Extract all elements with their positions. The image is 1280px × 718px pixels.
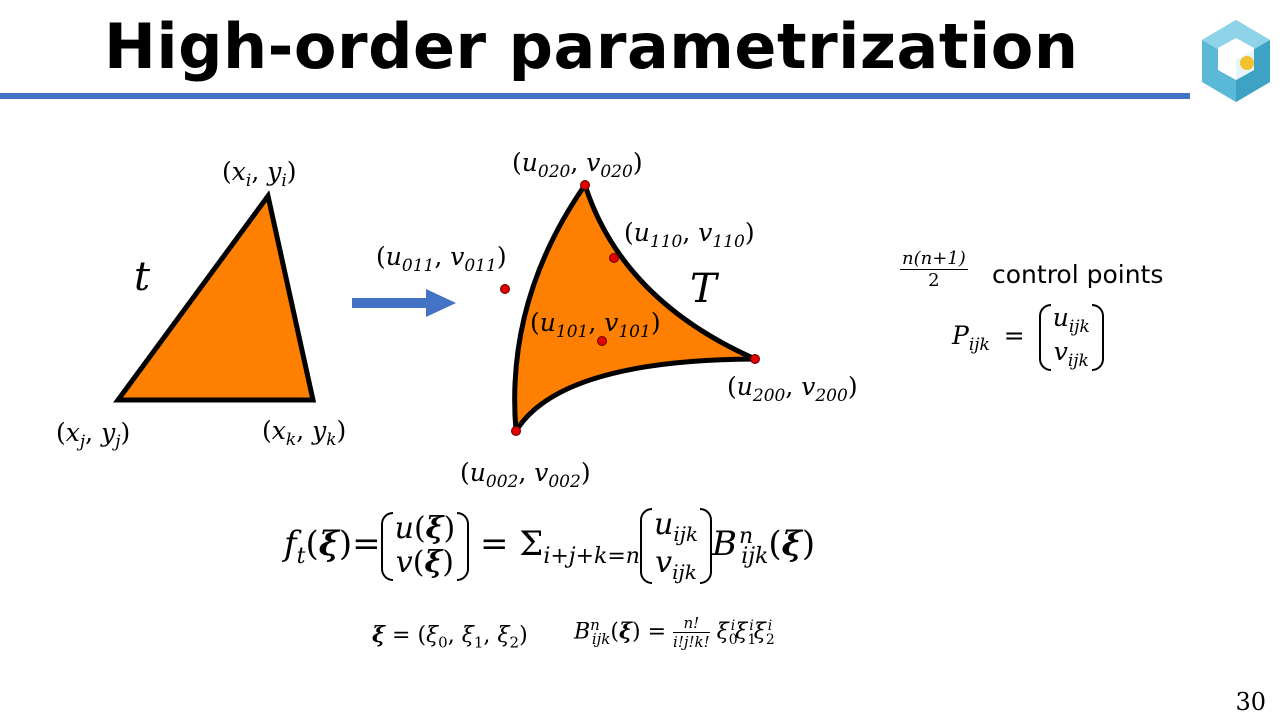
page-number: 30: [1235, 688, 1266, 716]
count-numerator: n(n+1): [900, 248, 968, 270]
cp-label-110: (u110, v110): [624, 218, 755, 252]
control-points-label: control points: [992, 260, 1164, 289]
control-point-count: n(n+1)2: [900, 248, 968, 291]
cp-label-200: (u200, v200): [727, 372, 858, 406]
cube-logo-icon: [1202, 20, 1270, 102]
straight-triangle-t: [113, 190, 317, 403]
page-title: High-order parametrization: [104, 10, 1079, 83]
cp-label-020: (u020, v020): [512, 148, 643, 182]
xi-definition: ξ = (ξ0, ξ1, ξ2): [372, 622, 528, 652]
control-point-200: [750, 354, 760, 364]
triangle-name-t: t: [134, 254, 151, 300]
cp-label-101: (u101, v101): [530, 308, 661, 342]
count-denominator: 2: [928, 270, 940, 291]
control-point-110: [609, 253, 619, 263]
vertex-label-i: (xi, yi): [222, 157, 297, 191]
vertex-label-k: (xk, yk): [262, 416, 347, 450]
cp-label-011: (u011, v011): [376, 242, 507, 276]
vertex-label-j: (xj, yj): [56, 418, 131, 452]
title-underline: [0, 93, 1190, 99]
control-point-020: [580, 180, 590, 190]
right-arrow-icon: [352, 289, 456, 317]
triangle-name-T: T: [690, 266, 717, 312]
bernstein-definition: Bnijk(ξ) = n!i!j!k! ξ0iξ1iξ2i: [574, 614, 775, 651]
pijk-symbol: P: [952, 321, 969, 351]
control-point-101: [597, 336, 607, 346]
cp-label-002: (u002, v002): [460, 458, 591, 492]
curved-triangle-T: [512, 182, 758, 434]
control-point-002: [511, 426, 521, 436]
control-point-011: [500, 284, 510, 294]
